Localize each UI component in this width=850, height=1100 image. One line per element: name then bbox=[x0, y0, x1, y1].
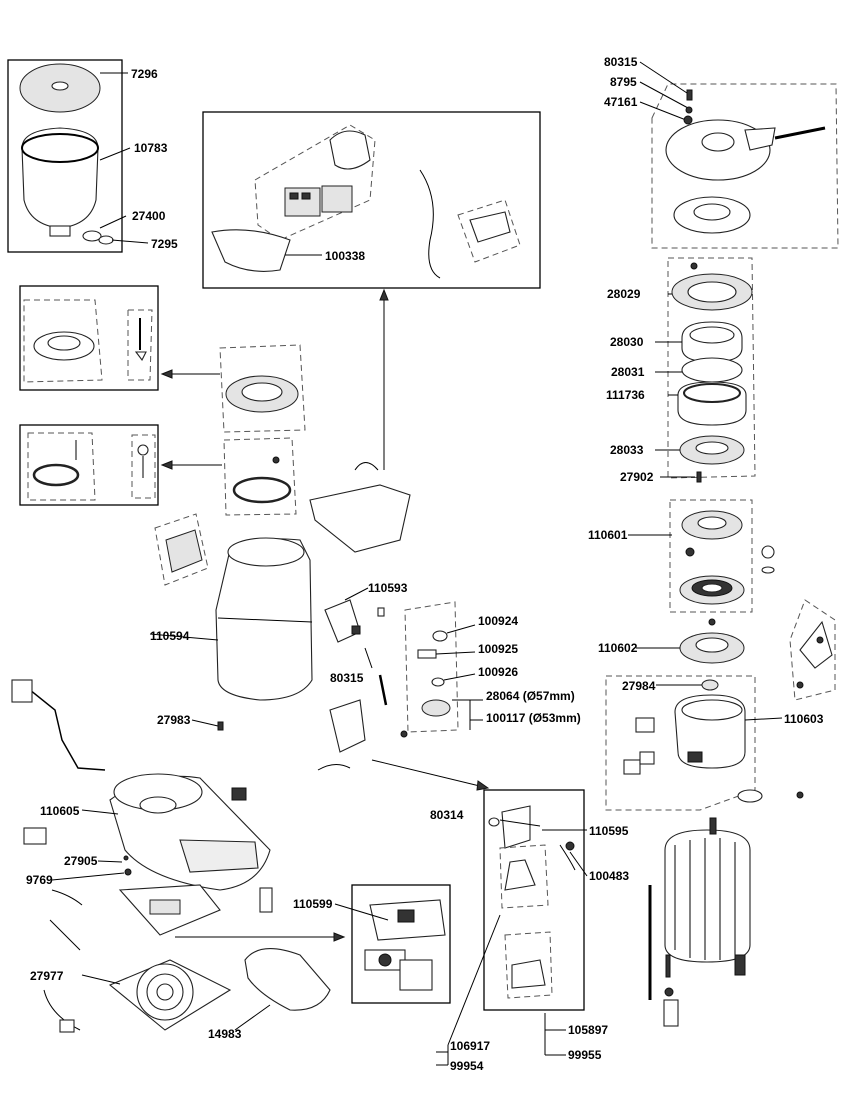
label-47161: 47161 bbox=[604, 95, 638, 109]
label-27902: 27902 bbox=[620, 470, 654, 484]
label-7295: 7295 bbox=[151, 237, 178, 251]
motor-housing-group bbox=[605, 675, 804, 811]
label-106917: 106917 bbox=[450, 1039, 490, 1053]
ring-28031 bbox=[681, 357, 743, 383]
label-80315-mid: 80315 bbox=[330, 671, 364, 685]
label-110599: 110599 bbox=[293, 897, 333, 911]
label-111736: 111736 bbox=[606, 388, 645, 402]
bracket-110593-group bbox=[324, 587, 373, 669]
drip-tray bbox=[244, 948, 331, 1011]
label-100338: 100338 bbox=[325, 249, 365, 263]
control-panel-group bbox=[202, 111, 541, 289]
motor-group bbox=[648, 817, 751, 1027]
hopper-box bbox=[7, 59, 123, 253]
label-27977: 27977 bbox=[30, 969, 64, 983]
chute-group bbox=[309, 462, 411, 553]
ring-kit-box-1 bbox=[19, 285, 159, 391]
main-body-group bbox=[149, 513, 313, 701]
label-28029: 28029 bbox=[607, 287, 641, 301]
label-99955: 99955 bbox=[568, 1048, 602, 1062]
label-28064: 28064 (Ø57mm) bbox=[486, 689, 575, 703]
power-plug bbox=[11, 679, 33, 703]
base-small-parts bbox=[23, 827, 132, 951]
label-99954: 99954 bbox=[450, 1059, 484, 1073]
label-14983: 14983 bbox=[208, 1027, 242, 1041]
label-110601: 110601 bbox=[588, 528, 628, 542]
label-100924: 100924 bbox=[478, 614, 518, 628]
adjustment-ring-group bbox=[639, 61, 839, 249]
label-110594: 110594 bbox=[150, 629, 190, 643]
label-28031: 28031 bbox=[611, 365, 645, 379]
switch-box bbox=[436, 789, 588, 1066]
burr-stack-group bbox=[655, 257, 756, 483]
label-27983: 27983 bbox=[157, 713, 191, 727]
label-27400: 27400 bbox=[132, 209, 166, 223]
adaptor-ring-group bbox=[219, 344, 306, 516]
label-100926: 100926 bbox=[478, 665, 518, 679]
ring-kit-box-2 bbox=[19, 424, 159, 506]
label-8795: 8795 bbox=[610, 75, 637, 89]
motor bbox=[664, 829, 751, 963]
label-10783: 10783 bbox=[134, 141, 168, 155]
lever-group bbox=[317, 699, 490, 791]
label-28033: 28033 bbox=[610, 443, 644, 457]
drip-tray-group bbox=[234, 948, 331, 1031]
switch-parts-group bbox=[377, 601, 483, 733]
label-28030: 28030 bbox=[610, 335, 644, 349]
label-27984: 27984 bbox=[622, 679, 656, 693]
label-110605: 110605 bbox=[40, 804, 80, 818]
hopper-body bbox=[21, 127, 99, 229]
front-cover bbox=[211, 229, 291, 272]
label-80314: 80314 bbox=[430, 808, 464, 822]
label-27905: 27905 bbox=[64, 854, 98, 868]
base-group bbox=[11, 679, 271, 891]
label-110603: 110603 bbox=[784, 712, 824, 726]
lower-burr-group bbox=[628, 499, 775, 613]
label-110593: 110593 bbox=[368, 581, 408, 595]
control-panel-box bbox=[202, 111, 541, 289]
label-105897: 105897 bbox=[568, 1023, 608, 1037]
burr-carrier-group bbox=[636, 599, 836, 701]
hopper-group bbox=[7, 59, 149, 253]
label-9769: 9769 bbox=[26, 873, 53, 887]
label-100925: 100925 bbox=[478, 642, 518, 656]
label-80315-top: 80315 bbox=[604, 55, 638, 69]
label-100117: 100117 (Ø53mm) bbox=[486, 711, 581, 725]
fan-plate-group bbox=[43, 959, 232, 1033]
pcb-box bbox=[334, 884, 451, 1004]
label-7296: 7296 bbox=[131, 67, 158, 81]
pcb-group bbox=[118, 884, 346, 942]
label-110602: 110602 bbox=[598, 641, 638, 655]
label-100483: 100483 bbox=[589, 869, 629, 883]
label-110595: 110595 bbox=[589, 824, 629, 838]
